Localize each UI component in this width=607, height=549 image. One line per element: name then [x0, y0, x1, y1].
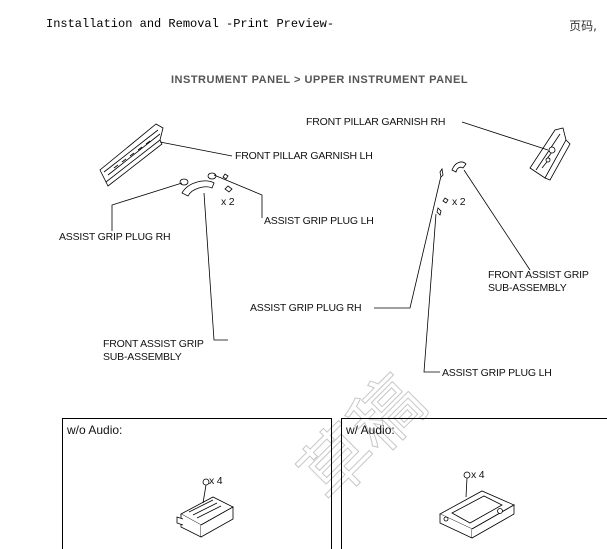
parts-diagram: 草稿 [99, 121, 571, 518]
front-pillar-garnish-rh-drawing [529, 127, 571, 181]
document-title: Installation and Removal -Print Preview- [46, 17, 335, 31]
label-assist-grip-plug-lh-right: ASSIST GRIP PLUG LH [442, 367, 552, 379]
label-front-pillar-garnish-rh: FRONT PILLAR GARNISH RH [306, 116, 446, 128]
label-front-assist-grip-left-1: FRONT ASSIST GRIP [103, 338, 204, 350]
panel-title-with-audio: w/ Audio: [346, 423, 395, 437]
audio-unit-drawing-right [439, 471, 515, 539]
front-pillar-garnish-lh-drawing [99, 123, 164, 187]
label-assist-grip-plug-lh-left: ASSIST GRIP PLUG LH [264, 215, 374, 227]
qty-with-audio: x 4 [471, 469, 485, 481]
audio-unit-drawing-left [176, 478, 234, 538]
front-assist-grip-left-drawing [179, 172, 233, 197]
panel-title-without-audio: w/o Audio: [67, 423, 123, 437]
label-front-assist-grip-right-2: SUB-ASSEMBLY [488, 282, 567, 294]
panel-with-audio: w/ Audio: x 4 [341, 418, 607, 549]
section-title: INSTRUMENT PANEL > UPPER INSTRUMENT PANE… [171, 74, 469, 86]
label-assist-grip-plug-rh-left: ASSIST GRIP PLUG RH [59, 231, 171, 243]
page-label: 页码, [569, 19, 597, 33]
label-front-assist-grip-left-2: SUB-ASSEMBLY [103, 351, 182, 363]
label-assist-grip-plug-rh-right: ASSIST GRIP PLUG RH [250, 302, 362, 314]
label-qty-right: x 2 [452, 196, 466, 208]
qty-without-audio: x 4 [209, 475, 223, 487]
label-front-pillar-garnish-lh: FRONT PILLAR GARNISH LH [235, 150, 373, 162]
label-qty-left: x 2 [221, 196, 235, 208]
panel-without-audio: w/o Audio: x 4 [62, 418, 332, 549]
label-front-assist-grip-right-1: FRONT ASSIST GRIP [488, 269, 589, 281]
front-assist-grip-right-drawing [436, 161, 467, 216]
